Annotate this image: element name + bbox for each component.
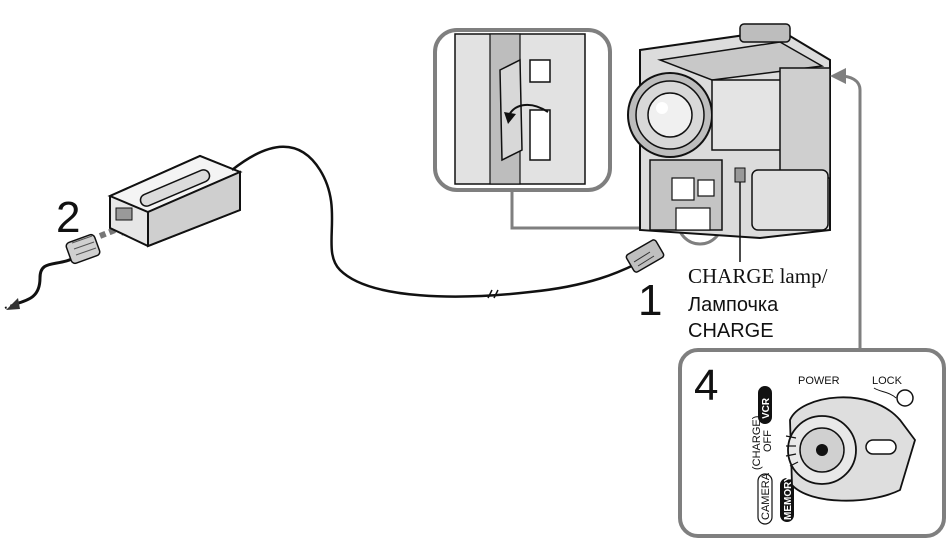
step-number-4: 4 xyxy=(694,361,718,410)
svg-text:OFF: OFF xyxy=(762,430,774,452)
svg-text:VCR: VCR xyxy=(761,397,772,419)
power-label: POWER xyxy=(798,375,840,387)
mode-label-camera: CAMERA xyxy=(757,472,773,525)
charge-lamp-icon xyxy=(734,167,746,183)
mode-label-off: OFF (CHARGE) xyxy=(751,416,774,470)
camcorder xyxy=(627,23,831,240)
arrow-icon xyxy=(6,298,20,310)
mode-label-vcr: VCR xyxy=(758,386,772,424)
charge-lamp-label: CHARGE lamp/ xyxy=(688,264,828,288)
power-switch-panel: 4 POWER LOCK VCR OFF (CHARGE) CAMERA MEM… xyxy=(678,348,946,538)
step-number-1: 1 xyxy=(638,276,662,325)
lens-icon xyxy=(627,72,713,158)
dc-plug-icon xyxy=(625,239,665,273)
charge-lamp-label-ru-2: CHARGE xyxy=(688,320,774,342)
svg-text:(CHARGE): (CHARGE) xyxy=(751,416,763,470)
ac-adaptor xyxy=(107,154,243,248)
svg-text:CAMERA: CAMERA xyxy=(760,472,772,520)
power-leader-arrow xyxy=(830,68,862,348)
mode-label-memory: MEMORY xyxy=(780,475,794,522)
svg-text:MEMORY: MEMORY xyxy=(783,475,794,520)
lock-label: LOCK xyxy=(872,375,903,387)
charge-lamp-label-ru: Лампочка xyxy=(688,294,779,316)
power-dial-icon xyxy=(785,396,916,502)
connector-detail-inset xyxy=(433,28,612,192)
step-number-2: 2 xyxy=(56,193,80,242)
plug-icon xyxy=(65,233,101,265)
dc-cord xyxy=(231,145,641,299)
